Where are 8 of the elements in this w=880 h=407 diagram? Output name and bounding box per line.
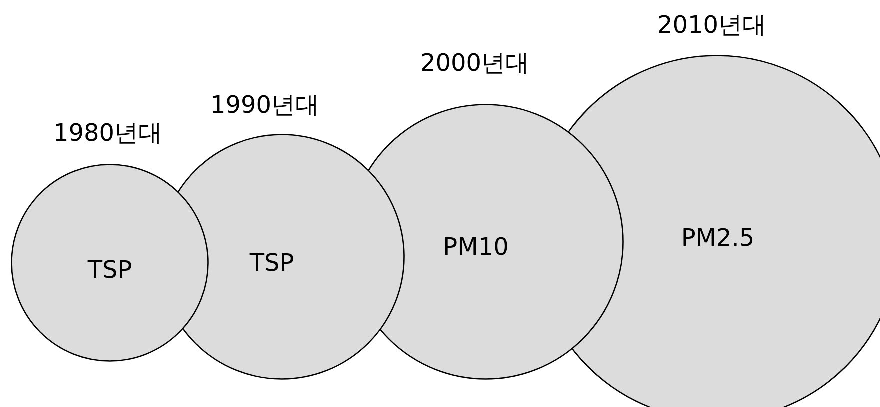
decade-label: 1990년대 xyxy=(210,93,320,117)
circle-label: PM10 xyxy=(443,235,509,259)
circle-label: TSP xyxy=(88,258,132,282)
decade-label: 1980년대 xyxy=(53,121,163,145)
circle-label: PM2.5 xyxy=(681,226,755,250)
circle-label: TSP xyxy=(250,251,294,275)
decade-label: 2000년대 xyxy=(420,51,530,75)
decade-label: 2010년대 xyxy=(657,13,767,37)
